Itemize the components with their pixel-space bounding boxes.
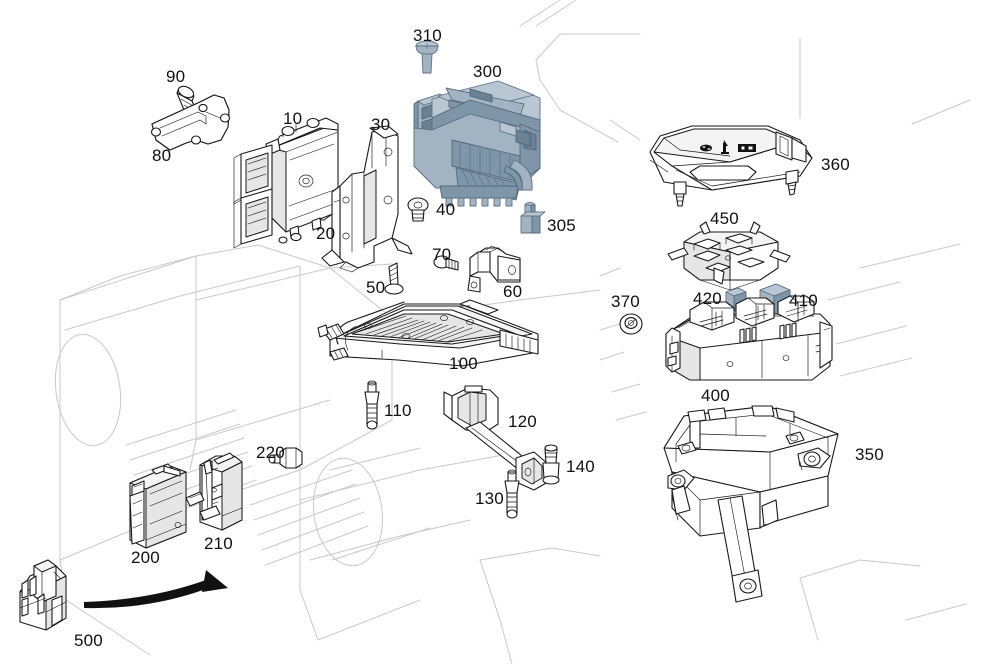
part-50-collar-bolt	[384, 262, 404, 295]
part-305-sensor-plug	[520, 202, 546, 234]
callout-220: 220	[256, 443, 285, 462]
part-370-sealing-washer	[619, 313, 643, 335]
callout-140: 140	[566, 457, 595, 476]
callout-370: 370	[611, 292, 640, 311]
callout-80: 80	[152, 146, 172, 165]
part-500-connector-plug	[19, 559, 67, 631]
part-80-flat-bracket	[150, 94, 231, 151]
callout-450: 450	[710, 209, 739, 228]
part-70-collar-bolt	[433, 255, 459, 271]
part-120-support-strut	[443, 385, 557, 491]
part-210-module-holder	[185, 452, 243, 531]
callout-350: 350	[855, 445, 884, 464]
callout-200: 200	[131, 548, 160, 567]
part-140-collar-bolt	[542, 444, 560, 485]
callout-420: 420	[693, 289, 722, 308]
callout-70: 70	[432, 245, 452, 264]
callout-400: 400	[701, 386, 730, 405]
part-110-stud-bolt	[364, 380, 380, 430]
callout-20: 20	[316, 224, 336, 243]
part-310-pan-head-screw	[415, 40, 439, 74]
callout-100: 100	[449, 354, 478, 373]
callout-210: 210	[204, 534, 233, 553]
callout-360: 360	[821, 155, 850, 174]
part-130-stud-bolt	[504, 469, 520, 519]
part-400-fuse-relay-box	[665, 295, 833, 381]
part-350-battery-box-carrier	[663, 405, 839, 603]
callout-300: 300	[473, 62, 502, 81]
part-220-hex-bolt	[268, 447, 303, 469]
callout-310: 310	[413, 26, 442, 45]
part-20-mounting-bracket	[321, 125, 413, 273]
installation-direction-arrow	[84, 570, 228, 609]
part-360-battery-cover	[649, 125, 813, 207]
part-60-angle-bracket	[467, 245, 521, 293]
callout-130: 130	[475, 489, 504, 508]
part-300-control-unit-housing	[413, 80, 541, 207]
callout-40: 40	[436, 200, 456, 219]
callout-50: 50	[366, 278, 386, 297]
part-40-torx-screw	[407, 197, 429, 222]
callout-120: 120	[508, 412, 537, 431]
callout-10: 10	[283, 109, 303, 128]
callout-90: 90	[166, 67, 186, 86]
callout-110: 110	[384, 401, 412, 420]
callout-410: 410	[789, 291, 818, 310]
part-10-engine-control-unit	[233, 117, 339, 249]
part-100-battery-tray	[317, 299, 539, 367]
callout-305: 305	[547, 216, 576, 235]
part-200-control-module	[129, 463, 187, 549]
callout-30: 30	[371, 115, 391, 134]
callout-500: 500	[74, 631, 103, 650]
part-450-relay-carrier	[667, 221, 791, 291]
callout-60: 60	[503, 282, 523, 301]
